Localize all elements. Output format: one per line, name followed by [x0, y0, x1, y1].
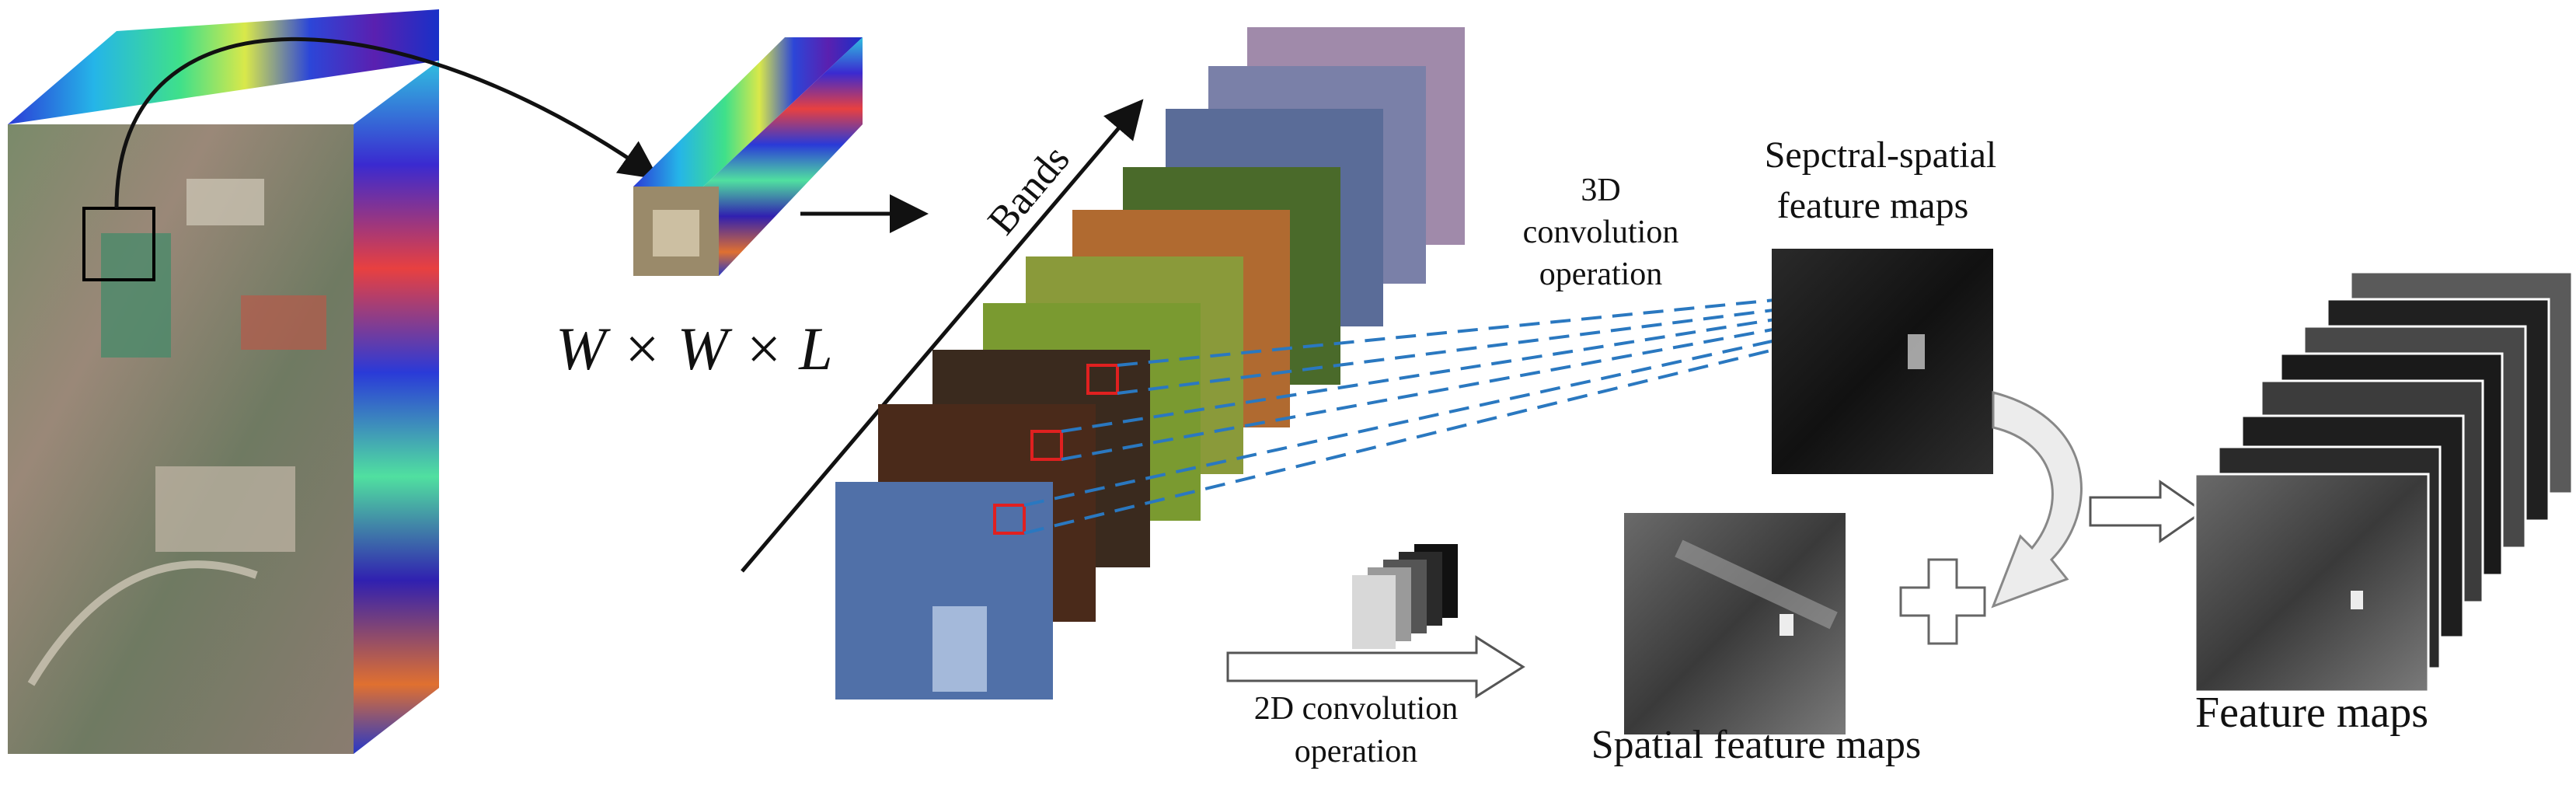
- feature-map-bright-spot: [1908, 334, 1925, 369]
- hyperspectral-cube: [8, 9, 439, 754]
- feature-map-front: [2194, 473, 2430, 693]
- bands-axis-arrow: [741, 99, 1144, 573]
- cube-front-aerial-image: [8, 124, 354, 754]
- dashed-line: [1061, 298, 1940, 461]
- spectral-spatial-title-line2: feature maps: [1777, 185, 1969, 226]
- aerial-roof: [186, 179, 264, 225]
- patch-size-formula: W × W × L: [556, 315, 833, 382]
- curved-arrow: [114, 37, 660, 209]
- conv2d-label-line1: 2D convolution: [1254, 691, 1458, 727]
- conv3d-label-line3: operation: [1539, 256, 1663, 292]
- patch-cube: [633, 37, 863, 276]
- feature-map-front-spot: [2351, 591, 2363, 609]
- patch-cube-top: [633, 37, 863, 187]
- conv2d-outline-arrow: [1226, 635, 1525, 699]
- spatial-feature-map: [1624, 513, 1846, 734]
- final-outline-arrow: [2089, 480, 2205, 543]
- band-slice-front-highlight: [932, 606, 987, 692]
- aerial-curve: [27, 560, 258, 686]
- dashed-line: [1061, 292, 1940, 433]
- aerial-roof: [241, 295, 326, 350]
- aerial-lot: [155, 466, 295, 552]
- patch-cube-side: [703, 37, 863, 276]
- conv2d-kernel-stack: [1352, 544, 1458, 649]
- conv3d-label-line1: 3D: [1581, 173, 1620, 208]
- red-kernel-box: [1030, 430, 1063, 461]
- cube-side-face: [354, 61, 439, 754]
- selected-patch-box: [82, 207, 155, 281]
- aerial-field: [101, 233, 171, 358]
- curved-gray-arrow: [1991, 391, 2083, 609]
- plus-sign: [1899, 558, 1986, 645]
- feature-maps-label: Feature maps: [2195, 689, 2428, 737]
- conv3d-label-line2: convolution: [1523, 215, 1679, 250]
- spectral-spatial-title-line1: Sepctral-spatial: [1765, 134, 1997, 176]
- final-feature-map-stack: [2194, 270, 2574, 693]
- cube-top-face: [8, 9, 439, 124]
- red-kernel-box: [993, 504, 1026, 535]
- spectral-spatial-feature-map: [1772, 249, 1993, 474]
- kernel-slice: [1352, 575, 1396, 649]
- spatial-feature-maps-label: Spatial feature maps: [1591, 723, 1922, 767]
- red-kernel-box: [1086, 364, 1119, 395]
- patch-cube-front-detail: [653, 210, 699, 256]
- band-stack: [835, 27, 1465, 700]
- spatial-map-stripe: [1675, 539, 1838, 630]
- spatial-map-bright-spot: [1779, 614, 1793, 636]
- conv2d-label-line2: operation: [1295, 734, 1418, 769]
